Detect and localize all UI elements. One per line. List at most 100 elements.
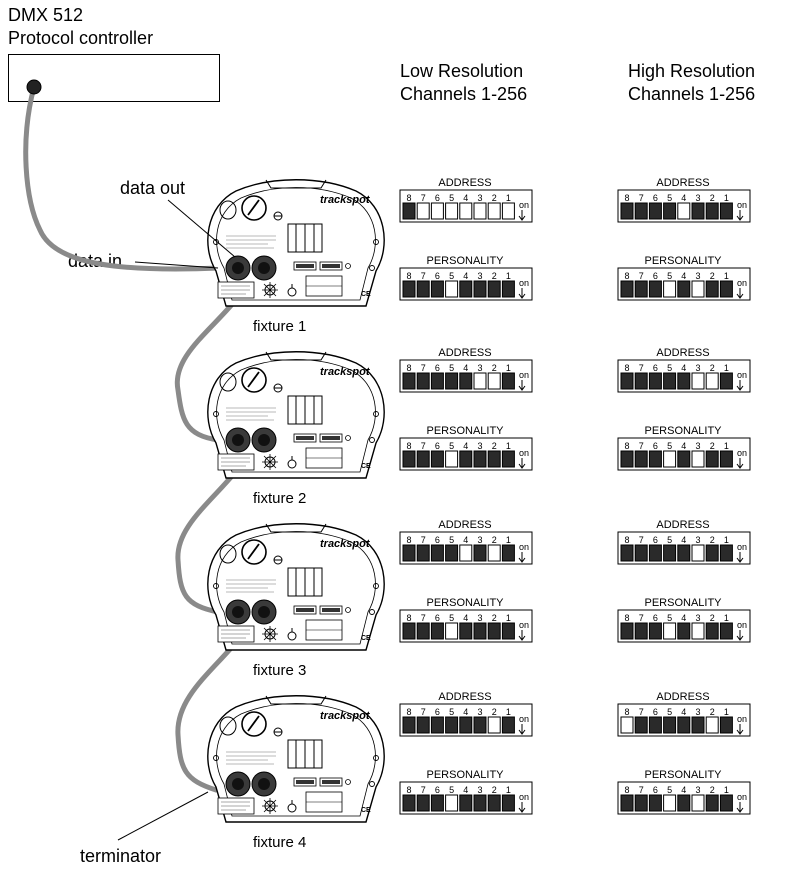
dip-number-7: 7 xyxy=(421,707,426,717)
dip-number-4: 4 xyxy=(463,785,468,795)
dip-on-arrowhead xyxy=(736,385,744,391)
dip-on-label: on xyxy=(519,542,529,552)
dip-switch-1 xyxy=(501,372,515,390)
dip-on-arrowhead xyxy=(736,807,744,813)
dip-on-label: on xyxy=(737,370,747,380)
dip-switch-5 xyxy=(445,794,459,812)
dip-switch-5 xyxy=(445,450,459,468)
high-res-heading-line1: High Resolution xyxy=(628,61,756,81)
dip-number-8: 8 xyxy=(624,613,629,623)
dip-number-2: 2 xyxy=(710,271,715,281)
controller-title-line2: Protocol controller xyxy=(8,28,154,48)
dip-number-5: 5 xyxy=(449,707,454,717)
dip-switch-6 xyxy=(430,794,444,812)
dip-on-arrowhead xyxy=(518,293,526,299)
dip-switch-1 xyxy=(501,202,515,220)
dip-on-arrowhead xyxy=(518,215,526,221)
dip-switch-3 xyxy=(691,202,705,220)
dip-on-label: on xyxy=(519,200,529,210)
dip-title-low-address-2: ADDRESS xyxy=(438,347,491,359)
dip-number-5: 5 xyxy=(667,535,672,545)
dip-switch-5 xyxy=(663,202,677,220)
dip-switch-5 xyxy=(663,372,677,390)
dip-number-2: 2 xyxy=(492,613,497,623)
dip-number-8: 8 xyxy=(406,707,411,717)
dip-number-6: 6 xyxy=(653,363,658,373)
dip-switch-8 xyxy=(620,544,634,562)
dip-switch-5 xyxy=(445,372,459,390)
dip-number-7: 7 xyxy=(421,613,426,623)
controller-title-line1: DMX 512 xyxy=(8,5,84,25)
fixture-label-3: fixture 3 xyxy=(253,662,307,679)
dip-on-label: on xyxy=(737,542,747,552)
dip-switch-1 xyxy=(719,544,733,562)
dip-number-1: 1 xyxy=(724,535,729,545)
dip-switch-1 xyxy=(501,280,515,298)
dip-number-8: 8 xyxy=(624,441,629,451)
dip-switch-7 xyxy=(634,450,648,468)
dip-switch-7 xyxy=(634,622,648,640)
dip-number-6: 6 xyxy=(435,193,440,203)
data-in-leader-line xyxy=(134,261,219,269)
dip-on-label: on xyxy=(519,792,529,802)
dip-number-3: 3 xyxy=(477,535,482,545)
dip-switch-8 xyxy=(620,450,634,468)
dip-on-arrowhead xyxy=(518,729,526,735)
dip-switch-3 xyxy=(691,794,705,812)
dip-switch-2 xyxy=(487,202,501,220)
dip-switch-4 xyxy=(459,622,473,640)
dip-switch-2 xyxy=(705,280,719,298)
dip-number-1: 1 xyxy=(724,441,729,451)
dip-switch-7 xyxy=(416,544,430,562)
dip-number-8: 8 xyxy=(624,271,629,281)
dip-switch-2 xyxy=(487,716,501,734)
dip-switch-1 xyxy=(719,202,733,220)
dip-switch-5 xyxy=(663,544,677,562)
brand-text-1: trackspot xyxy=(320,194,371,206)
dip-number-6: 6 xyxy=(653,785,658,795)
dip-on-arrowhead xyxy=(518,807,526,813)
controller-output-jack xyxy=(26,79,42,95)
dip-number-8: 8 xyxy=(406,441,411,451)
dip-title-high-personality-1: PERSONALITY xyxy=(644,255,722,267)
dip-switch-3 xyxy=(473,794,487,812)
dip-number-6: 6 xyxy=(653,193,658,203)
dip-number-3: 3 xyxy=(695,785,700,795)
dip-number-6: 6 xyxy=(653,441,658,451)
dip-number-4: 4 xyxy=(681,271,686,281)
data-out-label: data out xyxy=(120,178,186,198)
dip-number-2: 2 xyxy=(710,785,715,795)
dip-number-7: 7 xyxy=(639,613,644,623)
dip-switch-1 xyxy=(501,450,515,468)
dip-number-4: 4 xyxy=(463,193,468,203)
dip-switch-4 xyxy=(459,372,473,390)
dip-switch-6 xyxy=(648,544,662,562)
dip-switch-2 xyxy=(487,450,501,468)
dip-switch-8 xyxy=(620,280,634,298)
dip-number-5: 5 xyxy=(449,271,454,281)
dip-number-7: 7 xyxy=(639,785,644,795)
dip-on-label: on xyxy=(737,448,747,458)
dip-number-7: 7 xyxy=(639,271,644,281)
dip-number-7: 7 xyxy=(421,193,426,203)
dip-switch-3 xyxy=(473,202,487,220)
dip-switch-4 xyxy=(677,280,691,298)
dip-switch-1 xyxy=(719,372,733,390)
dip-switch-1 xyxy=(501,716,515,734)
terminator-label: terminator xyxy=(80,846,162,866)
dip-switch-3 xyxy=(473,450,487,468)
dip-switch-8 xyxy=(620,716,634,734)
dip-title-low-personality-2: PERSONALITY xyxy=(426,425,504,437)
dip-switch-3 xyxy=(691,544,705,562)
dip-switch-5 xyxy=(663,280,677,298)
dip-number-7: 7 xyxy=(421,535,426,545)
dip-number-5: 5 xyxy=(667,193,672,203)
dip-on-arrowhead xyxy=(518,635,526,641)
dip-number-1: 1 xyxy=(506,193,511,203)
